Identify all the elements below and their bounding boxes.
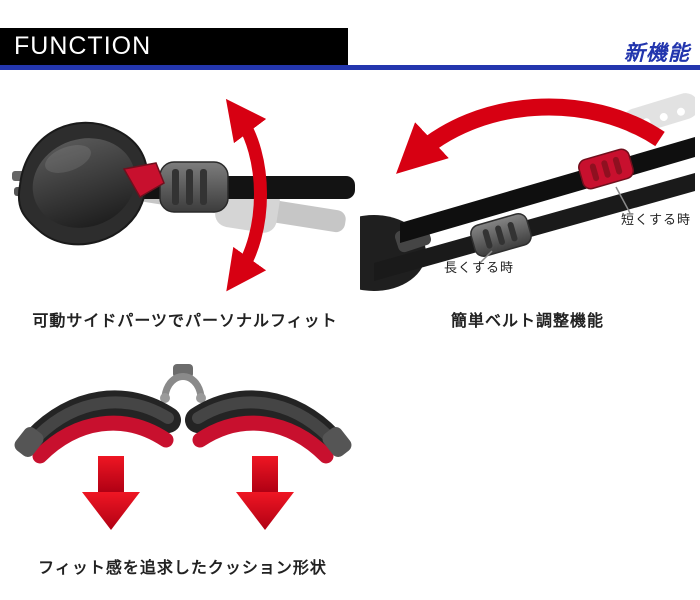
feature-caption: 簡単ベルト調整機能: [450, 313, 604, 330]
right-cushion: [192, 415, 334, 464]
feature-side-parts: 可動サイドパーツでパーソナルフィット: [10, 85, 360, 331]
goggle-lens: [12, 121, 149, 246]
label-shorten: 短くする時: [620, 212, 691, 227]
up-down-curved-arrow-icon: [225, 98, 267, 292]
belt-adjust-illustration: 短くする時 長くする時: [360, 85, 695, 303]
goggle-side-illustration: [10, 85, 360, 303]
feature-caption: 可動サイドパーツでパーソナルフィット: [32, 313, 338, 330]
callout-line-shorten: [615, 186, 631, 214]
label-lengthen: 長くする時: [444, 260, 515, 275]
left-lens: [23, 390, 181, 464]
right-lens: [185, 390, 343, 464]
left-down-arrow-icon: [82, 456, 140, 530]
header-accent-line: [0, 65, 700, 70]
page-title: FUNCTION: [14, 32, 152, 60]
cushion-illustration: [10, 352, 355, 550]
left-cushion: [32, 415, 174, 464]
strap-buckle: [159, 161, 229, 213]
belt-adjust-svg: [360, 93, 695, 291]
red-side-clip: [122, 162, 165, 199]
gray-adjust-clip: [470, 213, 532, 257]
cushion-svg: [14, 364, 352, 530]
callout-line-lengthen: [479, 250, 493, 264]
feature-belt-adjust: 短くする時 長くする時 簡単ベルト調整機能: [360, 85, 695, 331]
feature-cushion: フィット感を追求したクッション形状: [10, 352, 355, 578]
red-adjust-clip: [578, 148, 634, 190]
goggle-side-svg: [12, 98, 355, 292]
right-down-arrow-icon: [236, 456, 294, 530]
left-side-clip: [14, 427, 44, 457]
feature-caption: フィット感を追求したクッション形状: [38, 560, 327, 577]
header-subtitle: 新機能: [624, 42, 690, 65]
belt-adjust-arrow-icon: [396, 98, 665, 174]
nose-bridge: [160, 364, 206, 403]
header-bar: FUNCTION: [0, 28, 348, 65]
right-side-clip: [322, 427, 352, 457]
strap-band-lower: [374, 173, 695, 281]
